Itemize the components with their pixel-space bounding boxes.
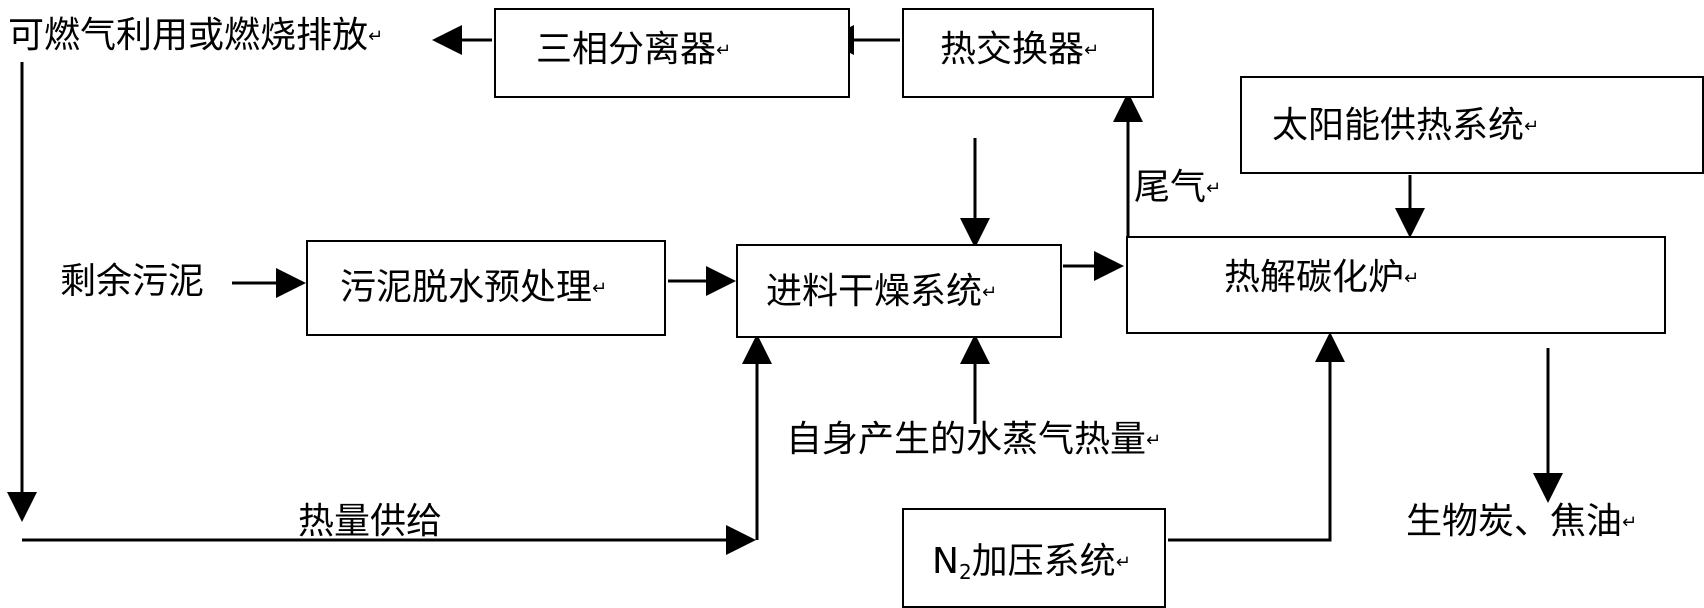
solar-heating-label: 太阳能供热系统↵ bbox=[1272, 105, 1540, 146]
pyrolysis-furnace-box: 热解碳化炉↵ bbox=[1126, 236, 1666, 334]
sludge-dewatering-label: 污泥脱水预处理↵ bbox=[340, 267, 608, 308]
heat-supply-label: 热量供给 bbox=[298, 501, 443, 542]
biochar-tar-label: 生物炭、焦油↵ bbox=[1406, 501, 1638, 542]
three-phase-separator-box: 三相分离器↵ bbox=[494, 8, 850, 98]
feed-drying-label: 进料干燥系统↵ bbox=[766, 271, 998, 312]
arrow-n2-to-pyrolysis bbox=[1168, 332, 1345, 542]
residual-sludge-label: 剩余污泥 bbox=[60, 261, 205, 302]
sludge-dewatering-box: 污泥脱水预处理↵ bbox=[306, 240, 666, 336]
heat-exchanger-label: 热交换器↵ bbox=[940, 29, 1100, 70]
three-phase-separator-label: 三相分离器↵ bbox=[536, 29, 732, 70]
pyrolysis-furnace-label: 热解碳化炉↵ bbox=[1224, 257, 1420, 298]
heat-exchanger-box: 热交换器↵ bbox=[902, 8, 1154, 98]
self-steam-heat-label: 自身产生的水蒸气热量↵ bbox=[786, 419, 1162, 460]
tail-gas-label: 尾气↵ bbox=[1134, 167, 1222, 208]
combustible-gas-label: 可燃气利用或燃烧排放↵ bbox=[8, 15, 384, 56]
feed-drying-box: 进料干燥系统↵ bbox=[736, 244, 1062, 338]
n2-pressurization-box: N2加压系统↵ bbox=[902, 508, 1166, 608]
solar-heating-box: 太阳能供热系统↵ bbox=[1240, 76, 1704, 174]
n2-pressurization-label: N2加压系统↵ bbox=[932, 541, 1131, 585]
